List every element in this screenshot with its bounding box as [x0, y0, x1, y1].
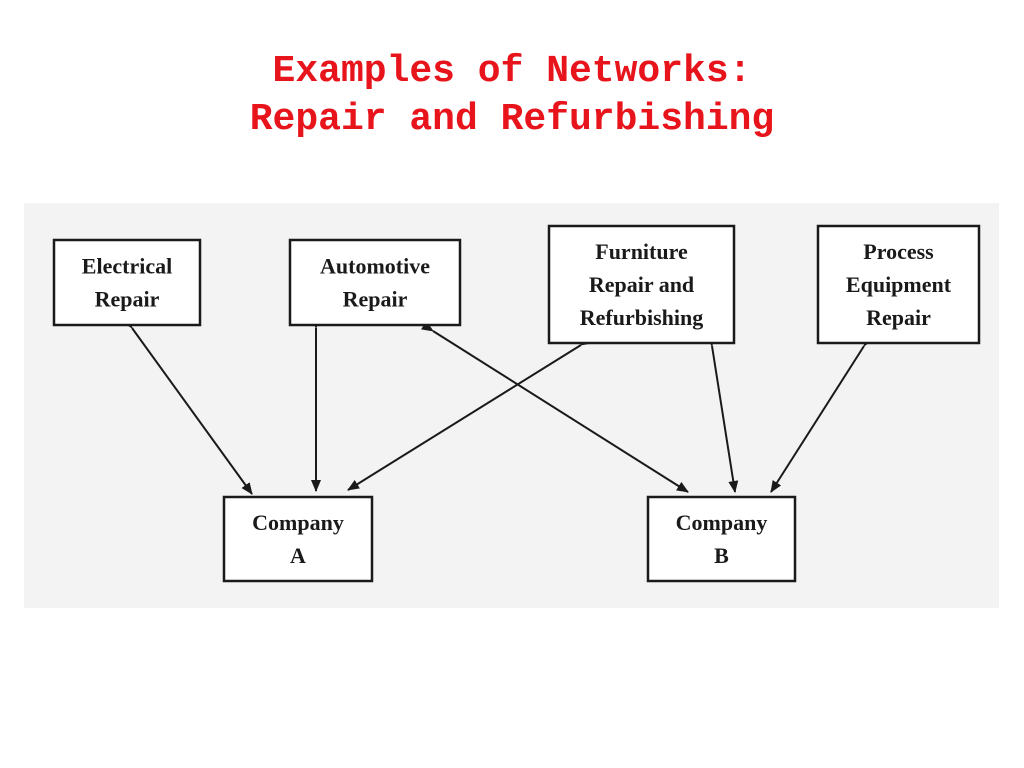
node-label-line: Refurbishing	[580, 305, 703, 330]
edges-layer	[121, 316, 875, 495]
node-label-line: A	[290, 543, 306, 568]
edge-automotive-to-company-b	[421, 320, 689, 493]
title-line-1: Examples of Networks:	[272, 50, 752, 93]
node-label-line: Process	[863, 239, 934, 264]
node-label-line: Company	[676, 510, 768, 535]
node-label-line: Repair	[866, 305, 931, 330]
edge-furniture-to-company-a	[347, 334, 593, 491]
edge-electrical-to-company-a	[121, 316, 253, 495]
slide-title: Examples of Networks: Repair and Refurbi…	[0, 48, 1024, 144]
node-box	[288, 238, 462, 327]
node-box	[52, 238, 202, 327]
node-box	[646, 495, 797, 583]
nodes-layer: ElectricalRepairAutomotiveRepairFurnitur…	[52, 224, 981, 583]
node-label-line: Furniture	[595, 239, 688, 264]
edge-process-to-company-b	[770, 334, 875, 493]
node-label-line: Equipment	[846, 272, 952, 297]
node-label-line: Automotive	[320, 253, 430, 278]
node-box	[816, 224, 981, 345]
title-line-2: Repair and Refurbishing	[249, 98, 775, 141]
node-box	[222, 495, 374, 583]
edge-furniture-to-company-b	[705, 334, 739, 493]
node-label-line: B	[714, 543, 729, 568]
node-label-line: Repair	[343, 286, 408, 311]
node-label-line: Company	[252, 510, 344, 535]
node-label-line: Repair and	[589, 272, 694, 297]
node-box	[547, 224, 736, 345]
node-label-line: Repair	[95, 286, 160, 311]
node-label-line: Electrical	[82, 253, 172, 278]
